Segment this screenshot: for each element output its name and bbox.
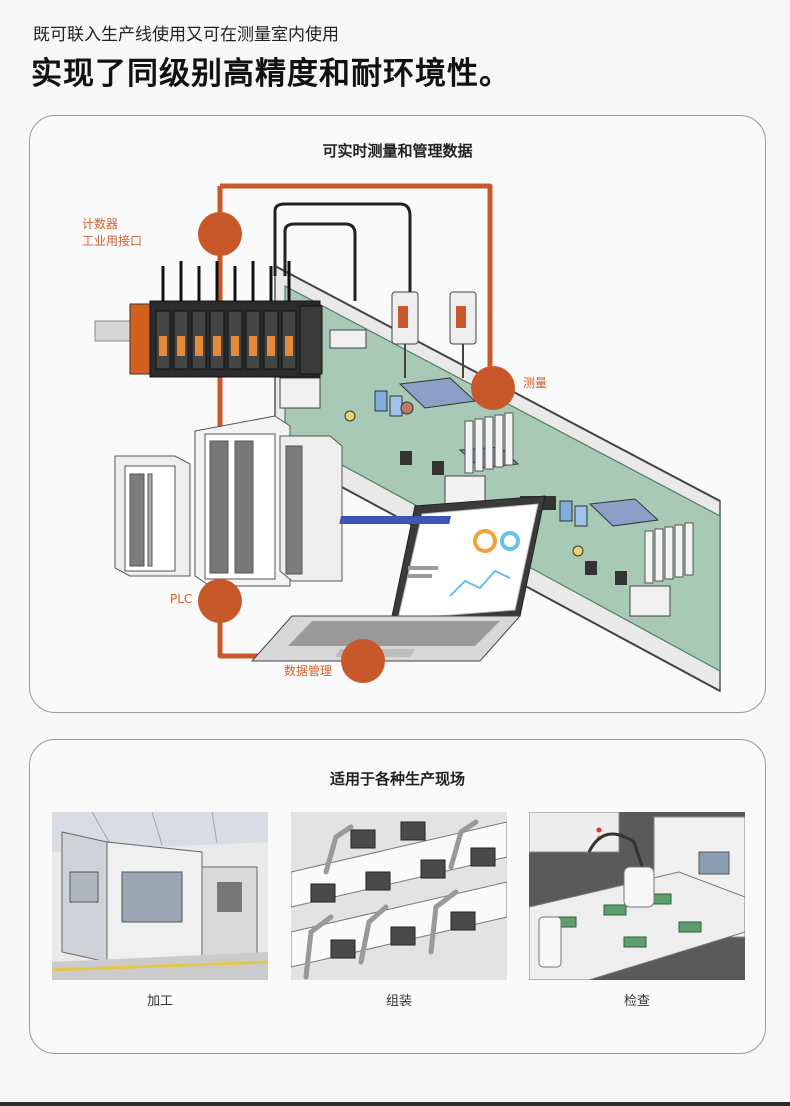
pcb-conveyor	[274, 264, 721, 693]
laptop-dashboard	[250, 495, 546, 662]
counter-label-line2: 工业用接口	[82, 234, 143, 248]
data-management-label: 数据管理	[284, 664, 333, 678]
plc-server-racks	[114, 415, 343, 587]
plc-node	[198, 579, 242, 623]
assembly-robots-scene	[291, 812, 507, 980]
probe-cable-1	[273, 202, 412, 294]
page-subtitle: 既可联入生产线使用又可在测量室内使用	[33, 25, 339, 45]
inspection-line-scene	[529, 812, 745, 980]
assembly-caption: 组装	[385, 994, 412, 1009]
machining-caption: 加工	[146, 994, 173, 1009]
bottom-divider	[0, 1102, 790, 1106]
measure-label: 测量	[523, 376, 548, 390]
counter-label-line1: 计数器	[82, 217, 119, 231]
data-management-node	[341, 639, 385, 683]
applications-panel-heading: 适用于各种生产现场	[329, 770, 465, 788]
measuring-probes	[391, 291, 477, 378]
counter-node	[198, 212, 242, 256]
applications-panel: 适用于各种生产现场 加工	[29, 739, 766, 1054]
system-overview-panel: 可实时测量和管理数据	[29, 115, 766, 713]
machining-scene	[52, 812, 268, 980]
inspection-caption: 检查	[623, 994, 650, 1009]
counter-modules	[94, 261, 323, 378]
measure-node	[471, 366, 515, 410]
probe-cable-2	[283, 222, 357, 301]
system-panel-heading: 可实时测量和管理数据	[322, 142, 473, 160]
plc-label: PLC	[170, 592, 193, 606]
page-title: 实现了同级别高精度和耐环境性。	[31, 56, 511, 92]
measurement-system-illustration	[94, 183, 721, 693]
connection-nodes	[198, 212, 515, 683]
counter-label: 计数器 工业用接口	[82, 216, 142, 250]
